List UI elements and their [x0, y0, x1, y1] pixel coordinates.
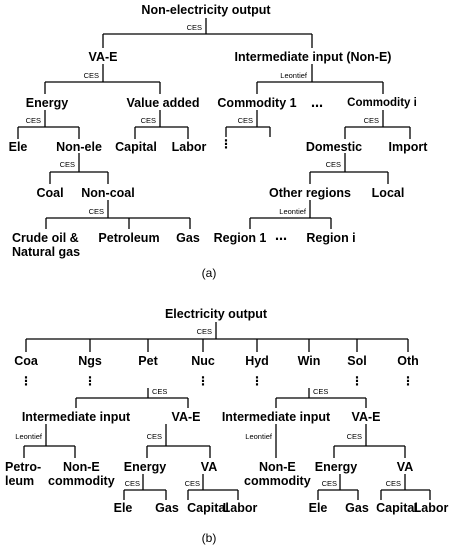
function-non-coal: CES	[88, 207, 104, 216]
node-energy-win: Energy	[314, 460, 358, 474]
function-intermediate-a: Leontief	[280, 71, 307, 80]
node-ele-win: Ele	[308, 501, 328, 515]
node-tech-sol: Sol	[347, 354, 367, 368]
function-energy-win: CES	[321, 479, 337, 488]
node-va-e-a: VA-E	[88, 50, 118, 64]
node-commodity-1: Commodity 1	[217, 96, 297, 110]
vdots-oth: ⋮	[402, 374, 414, 388]
node-capital-pet: Capital	[187, 501, 229, 515]
node-petroleum-b: Petro- leum	[5, 460, 42, 488]
node-tech-win: Win	[297, 354, 321, 368]
node-tech-coa: Coa	[14, 354, 38, 368]
function-va-pet: CES	[184, 479, 200, 488]
node-region-1: Region 1	[213, 231, 267, 245]
vdots-hyd: ⋮	[251, 374, 263, 388]
node-intermediate-input-win: Intermediate input	[221, 410, 331, 424]
function-domestic: CES	[325, 160, 341, 169]
function-other-regions: Leontief	[279, 207, 306, 216]
node-domestic: Domestic	[305, 140, 363, 154]
function-energy-pet: CES	[124, 479, 140, 488]
node-va-e-win: VA-E	[351, 410, 381, 424]
function-non-ele: CES	[59, 160, 75, 169]
function-energy-a: CES	[25, 116, 41, 125]
node-crude-oil-natural-gas: Crude oil & Natural gas	[12, 231, 81, 259]
node-non-ele: Non-ele	[56, 140, 102, 154]
vdots-commodity-1: ⋮	[220, 137, 232, 151]
node-tech-ngs: Ngs	[78, 354, 102, 368]
node-intermediate-input-non-e: Intermediate input (Non-E)	[234, 50, 392, 64]
node-va-win: VA	[396, 460, 414, 474]
function-root-a: CES	[186, 23, 202, 32]
function-root-b: CES	[196, 327, 212, 336]
function-win: CES	[313, 387, 329, 396]
panel-label-a: (a)	[201, 266, 217, 280]
node-capital-a: Capital	[115, 140, 157, 154]
node-non-e-commodity-win: Non-E commodity	[244, 460, 311, 488]
node-va-e-pet: VA-E	[171, 410, 201, 424]
node-other-regions: Other regions	[269, 186, 351, 200]
node-energy-a: Energy	[25, 96, 69, 110]
node-labor-a: Labor	[171, 140, 207, 154]
function-intermediate-win: Leontief	[245, 432, 272, 441]
ellipsis-commodities: …	[311, 96, 323, 110]
function-vae-pet: CES	[146, 432, 162, 441]
vdots-nuc: ⋮	[197, 374, 209, 388]
node-tech-oth: Oth	[397, 354, 419, 368]
function-intermediate-pet: Leontief	[15, 432, 42, 441]
node-labor-pet: Labor	[222, 501, 258, 515]
node-tech-nuc: Nuc	[191, 354, 215, 368]
node-petroleum-a: Petroleum	[98, 231, 160, 245]
node-ele-pet: Ele	[113, 501, 133, 515]
node-coal: Coal	[36, 186, 64, 200]
node-import: Import	[388, 140, 428, 154]
node-capital-win: Capital	[376, 501, 418, 515]
node-gas-a: Gas	[176, 231, 200, 245]
function-value-added: CES	[140, 116, 156, 125]
function-vae-a: CES	[83, 71, 99, 80]
node-labor-win: Labor	[413, 501, 449, 515]
node-energy-pet: Energy	[123, 460, 167, 474]
ellipsis-regions: …	[275, 229, 287, 243]
node-region-i: Region i	[306, 231, 356, 245]
node-electricity-output: Electricity output	[164, 307, 268, 321]
function-commodity-i: CES	[363, 116, 379, 125]
function-vae-win: CES	[346, 432, 362, 441]
node-gas-win: Gas	[345, 501, 369, 515]
vdots-sol: ⋮	[351, 374, 363, 388]
node-tech-pet: Pet	[138, 354, 158, 368]
node-local: Local	[371, 186, 405, 200]
node-va-pet: VA	[200, 460, 218, 474]
node-tech-hyd: Hyd	[245, 354, 269, 368]
node-gas-pet: Gas	[155, 501, 179, 515]
panel-label-b: (b)	[201, 531, 217, 545]
function-pet: CES	[152, 387, 168, 396]
node-non-electricity-output: Non-electricity output	[141, 3, 271, 17]
node-intermediate-input-pet: Intermediate input	[21, 410, 131, 424]
function-va-win: CES	[385, 479, 401, 488]
node-commodity-i: Commodity i	[347, 97, 417, 109]
node-ele-a: Ele	[8, 140, 28, 154]
node-value-added: Value added	[126, 96, 200, 110]
node-non-coal: Non-coal	[81, 186, 135, 200]
node-non-e-commodity-pet: Non-E commodity	[48, 460, 115, 488]
vdots-ngs: ⋮	[84, 374, 96, 388]
function-commodity-1: CES	[237, 116, 253, 125]
vdots-coa: ⋮	[20, 374, 32, 388]
